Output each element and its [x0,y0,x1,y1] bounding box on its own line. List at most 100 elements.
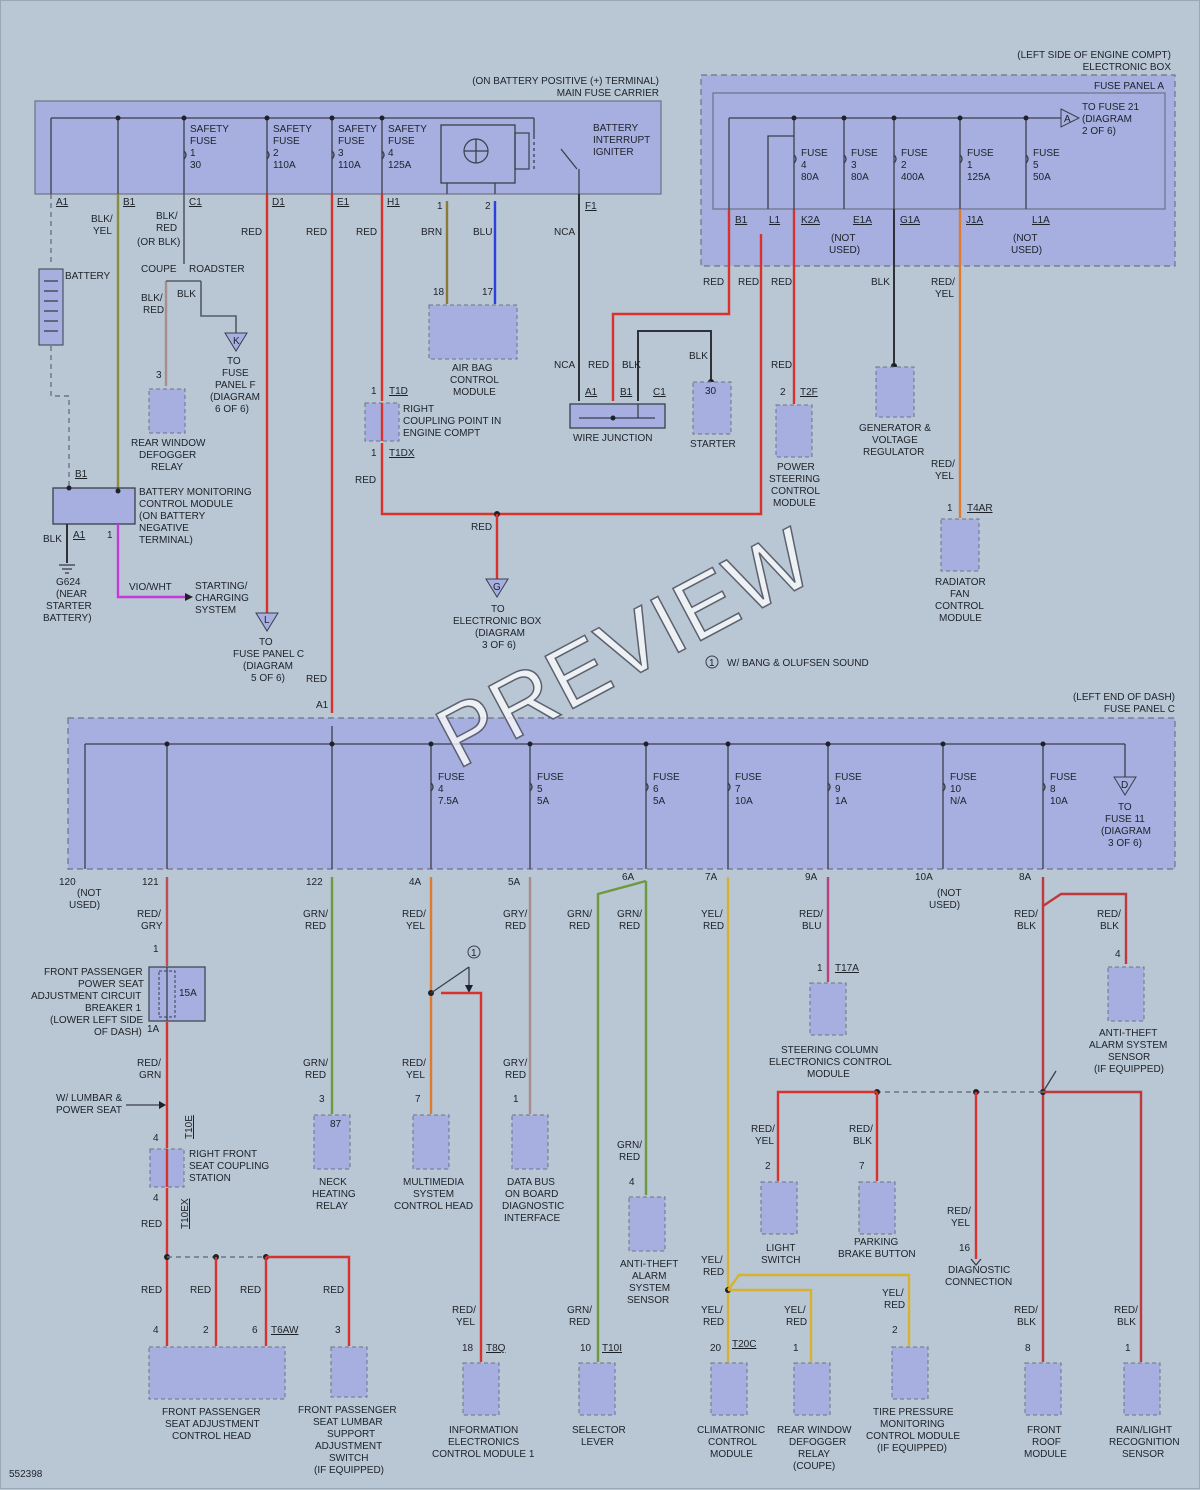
svg-text:FRONT PASSENGER: FRONT PASSENGER [298,1405,397,1416]
anti-theft-alarm-system-sensor [628,1196,666,1252]
svg-text:COUPE: COUPE [141,264,177,275]
svg-text:STATION: STATION [189,1173,231,1184]
svg-text:ROOF: ROOF [1032,1437,1061,1448]
svg-text:STARTING/: STARTING/ [195,581,248,592]
svg-text:5: 5 [1033,160,1039,171]
svg-text:REGULATOR: REGULATOR [863,447,924,458]
svg-text:1: 1 [817,963,823,974]
svg-text:30: 30 [190,160,202,171]
svg-text:SENSOR: SENSOR [1108,1052,1150,1063]
svg-text:FUSE: FUSE [851,148,878,159]
svg-text:RED: RED [241,227,262,238]
svg-text:RED: RED [771,277,792,288]
svg-text:YEL: YEL [406,921,425,932]
svg-text:3: 3 [338,148,344,159]
svg-text:6: 6 [252,1325,258,1336]
svg-text:YEL: YEL [93,226,112,237]
svg-text:4: 4 [153,1193,159,1204]
svg-text:YEL: YEL [406,1070,425,1081]
selector-lever [578,1362,616,1416]
neck-heating-relay [313,1114,351,1170]
svg-text:(COUPE): (COUPE) [793,1461,835,1472]
svg-text:(IF EQUIPPED): (IF EQUIPPED) [1094,1064,1164,1075]
svg-text:GRN: GRN [139,1070,161,1081]
svg-text:NCA: NCA [554,360,575,371]
svg-text:T2F: T2F [800,387,818,398]
svg-text:RED: RED [355,475,376,486]
svg-text:FUSE: FUSE [967,148,994,159]
svg-text:RED: RED [703,277,724,288]
svg-text:VIO/WHT: VIO/WHT [129,582,172,593]
svg-text:T17A: T17A [835,963,859,974]
svg-text:4A: 4A [409,877,422,888]
svg-text:CONTROL HEAD: CONTROL HEAD [172,1431,251,1442]
svg-text:USED): USED) [829,245,860,256]
svg-text:RED: RED [703,921,724,932]
svg-text:MONITORING: MONITORING [880,1419,945,1430]
svg-text:FUSE: FUSE [190,136,217,147]
svg-text:BLK: BLK [871,277,890,288]
svg-text:BLK: BLK [1100,921,1119,932]
battery-monitoring-control-module [52,487,136,525]
svg-text:CLIMATRONIC: CLIMATRONIC [697,1425,765,1436]
svg-text:T4AR: T4AR [967,503,993,514]
pin-c1: C1 [189,197,202,208]
battery-label: BATTERY [65,271,111,282]
pin-h1: H1 [387,197,400,208]
svg-text:STEERING: STEERING [769,474,820,485]
svg-text:FUSE: FUSE [801,148,828,159]
svg-text:B1: B1 [735,215,748,226]
svg-text:BLK: BLK [622,360,641,371]
svg-text:MODULE: MODULE [807,1069,850,1080]
svg-text:ANTI-THEFT: ANTI-THEFT [1099,1028,1157,1039]
svg-text:1A: 1A [147,1024,160,1035]
svg-text:FUSE: FUSE [1050,772,1077,783]
svg-text:POWER SEAT: POWER SEAT [78,979,144,990]
svg-text:4: 4 [801,160,807,171]
svg-text:RED: RED [771,360,792,371]
svg-text:T1D: T1D [389,386,408,397]
svg-text:BLK/: BLK/ [141,293,163,304]
svg-text:INTERFACE: INTERFACE [504,1213,560,1224]
svg-text:5 OF 6): 5 OF 6) [251,673,285,684]
svg-text:BLK/: BLK/ [156,211,178,222]
svg-text:A1: A1 [73,530,86,541]
svg-text:121: 121 [142,877,159,888]
svg-text:RED/: RED/ [137,909,161,920]
svg-text:ALARM: ALARM [632,1271,666,1282]
svg-text:DEFOGGER: DEFOGGER [139,450,196,461]
svg-text:SEAT LUMBAR: SEAT LUMBAR [313,1417,383,1428]
front-roof-module [1024,1362,1062,1416]
svg-text:3: 3 [156,370,162,381]
svg-text:1A: 1A [835,796,848,807]
svg-text:RED: RED [141,1285,162,1296]
engine-box-location: (LEFT SIDE OF ENGINE COMPT) [1017,50,1171,61]
svg-text:122: 122 [306,877,323,888]
svg-text:CONTROL MODULE 1: CONTROL MODULE 1 [432,1449,535,1460]
svg-text:RED: RED [190,1285,211,1296]
svg-text:7: 7 [735,784,741,795]
svg-text:T1DX: T1DX [389,448,415,459]
svg-text:COUPLING POINT IN: COUPLING POINT IN [403,416,501,427]
svg-text:FUSE: FUSE [901,148,928,159]
svg-text:RED/: RED/ [799,909,823,920]
svg-text:1: 1 [371,448,377,459]
svg-text:RED/: RED/ [452,1305,476,1316]
svg-text:5A: 5A [508,877,521,888]
svg-text:TO: TO [259,637,273,648]
engine-box-title: ELECTRONIC BOX [1083,62,1172,73]
svg-text:(DIAGRAM: (DIAGRAM [475,628,525,639]
svg-text:MODULE: MODULE [453,387,496,398]
svg-text:FUSE 11: FUSE 11 [1105,814,1145,825]
svg-text:RED: RED [141,1219,162,1230]
svg-text:SENSOR: SENSOR [1122,1449,1164,1460]
svg-text:PARKING: PARKING [854,1237,898,1248]
svg-text:9: 9 [835,784,841,795]
svg-text:7A: 7A [705,872,718,883]
pin-e1: E1 [337,197,350,208]
svg-text:C1: C1 [653,387,666,398]
svg-text:RED: RED [619,1152,640,1163]
svg-text:BLU: BLU [473,227,492,238]
